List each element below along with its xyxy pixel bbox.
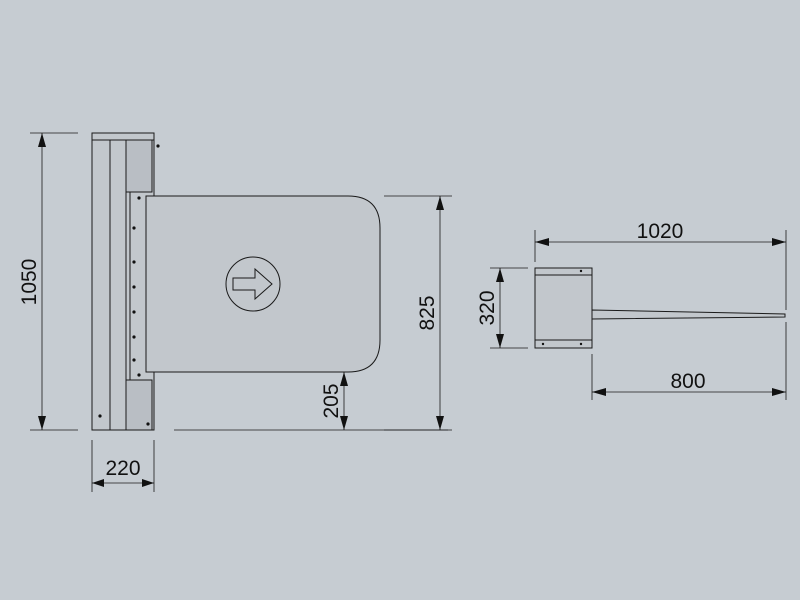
dimension-post-width: 220: [91, 440, 155, 492]
gate-wing: [145, 195, 381, 373]
right-arrow-icon: [225, 256, 281, 312]
dimension-total-height: 1050: [18, 132, 78, 431]
hinge-dots: [98, 144, 160, 426]
front-view: [91, 132, 448, 431]
label-ground-clearance: 205: [320, 383, 343, 418]
post-lower-panel: [125, 379, 153, 431]
dimension-gate-height: 825: [384, 195, 452, 431]
label-total-length: 1020: [637, 220, 684, 243]
top-view: [534, 267, 786, 349]
post-inner-panel: [125, 139, 153, 193]
label-total-height: 1050: [18, 259, 41, 306]
dimension-wing-length: 800: [591, 322, 787, 400]
label-wing-length: 800: [670, 370, 705, 393]
label-post-width: 220: [105, 457, 140, 480]
dimension-top-depth: 320: [476, 267, 528, 349]
dimension-total-length: 1020: [534, 220, 787, 310]
dimension-ground-clearance: 205: [320, 372, 348, 430]
top-view-wing: [591, 309, 786, 320]
label-top-depth: 320: [476, 290, 499, 325]
top-view-post: [534, 267, 593, 349]
label-gate-height: 825: [416, 295, 439, 330]
